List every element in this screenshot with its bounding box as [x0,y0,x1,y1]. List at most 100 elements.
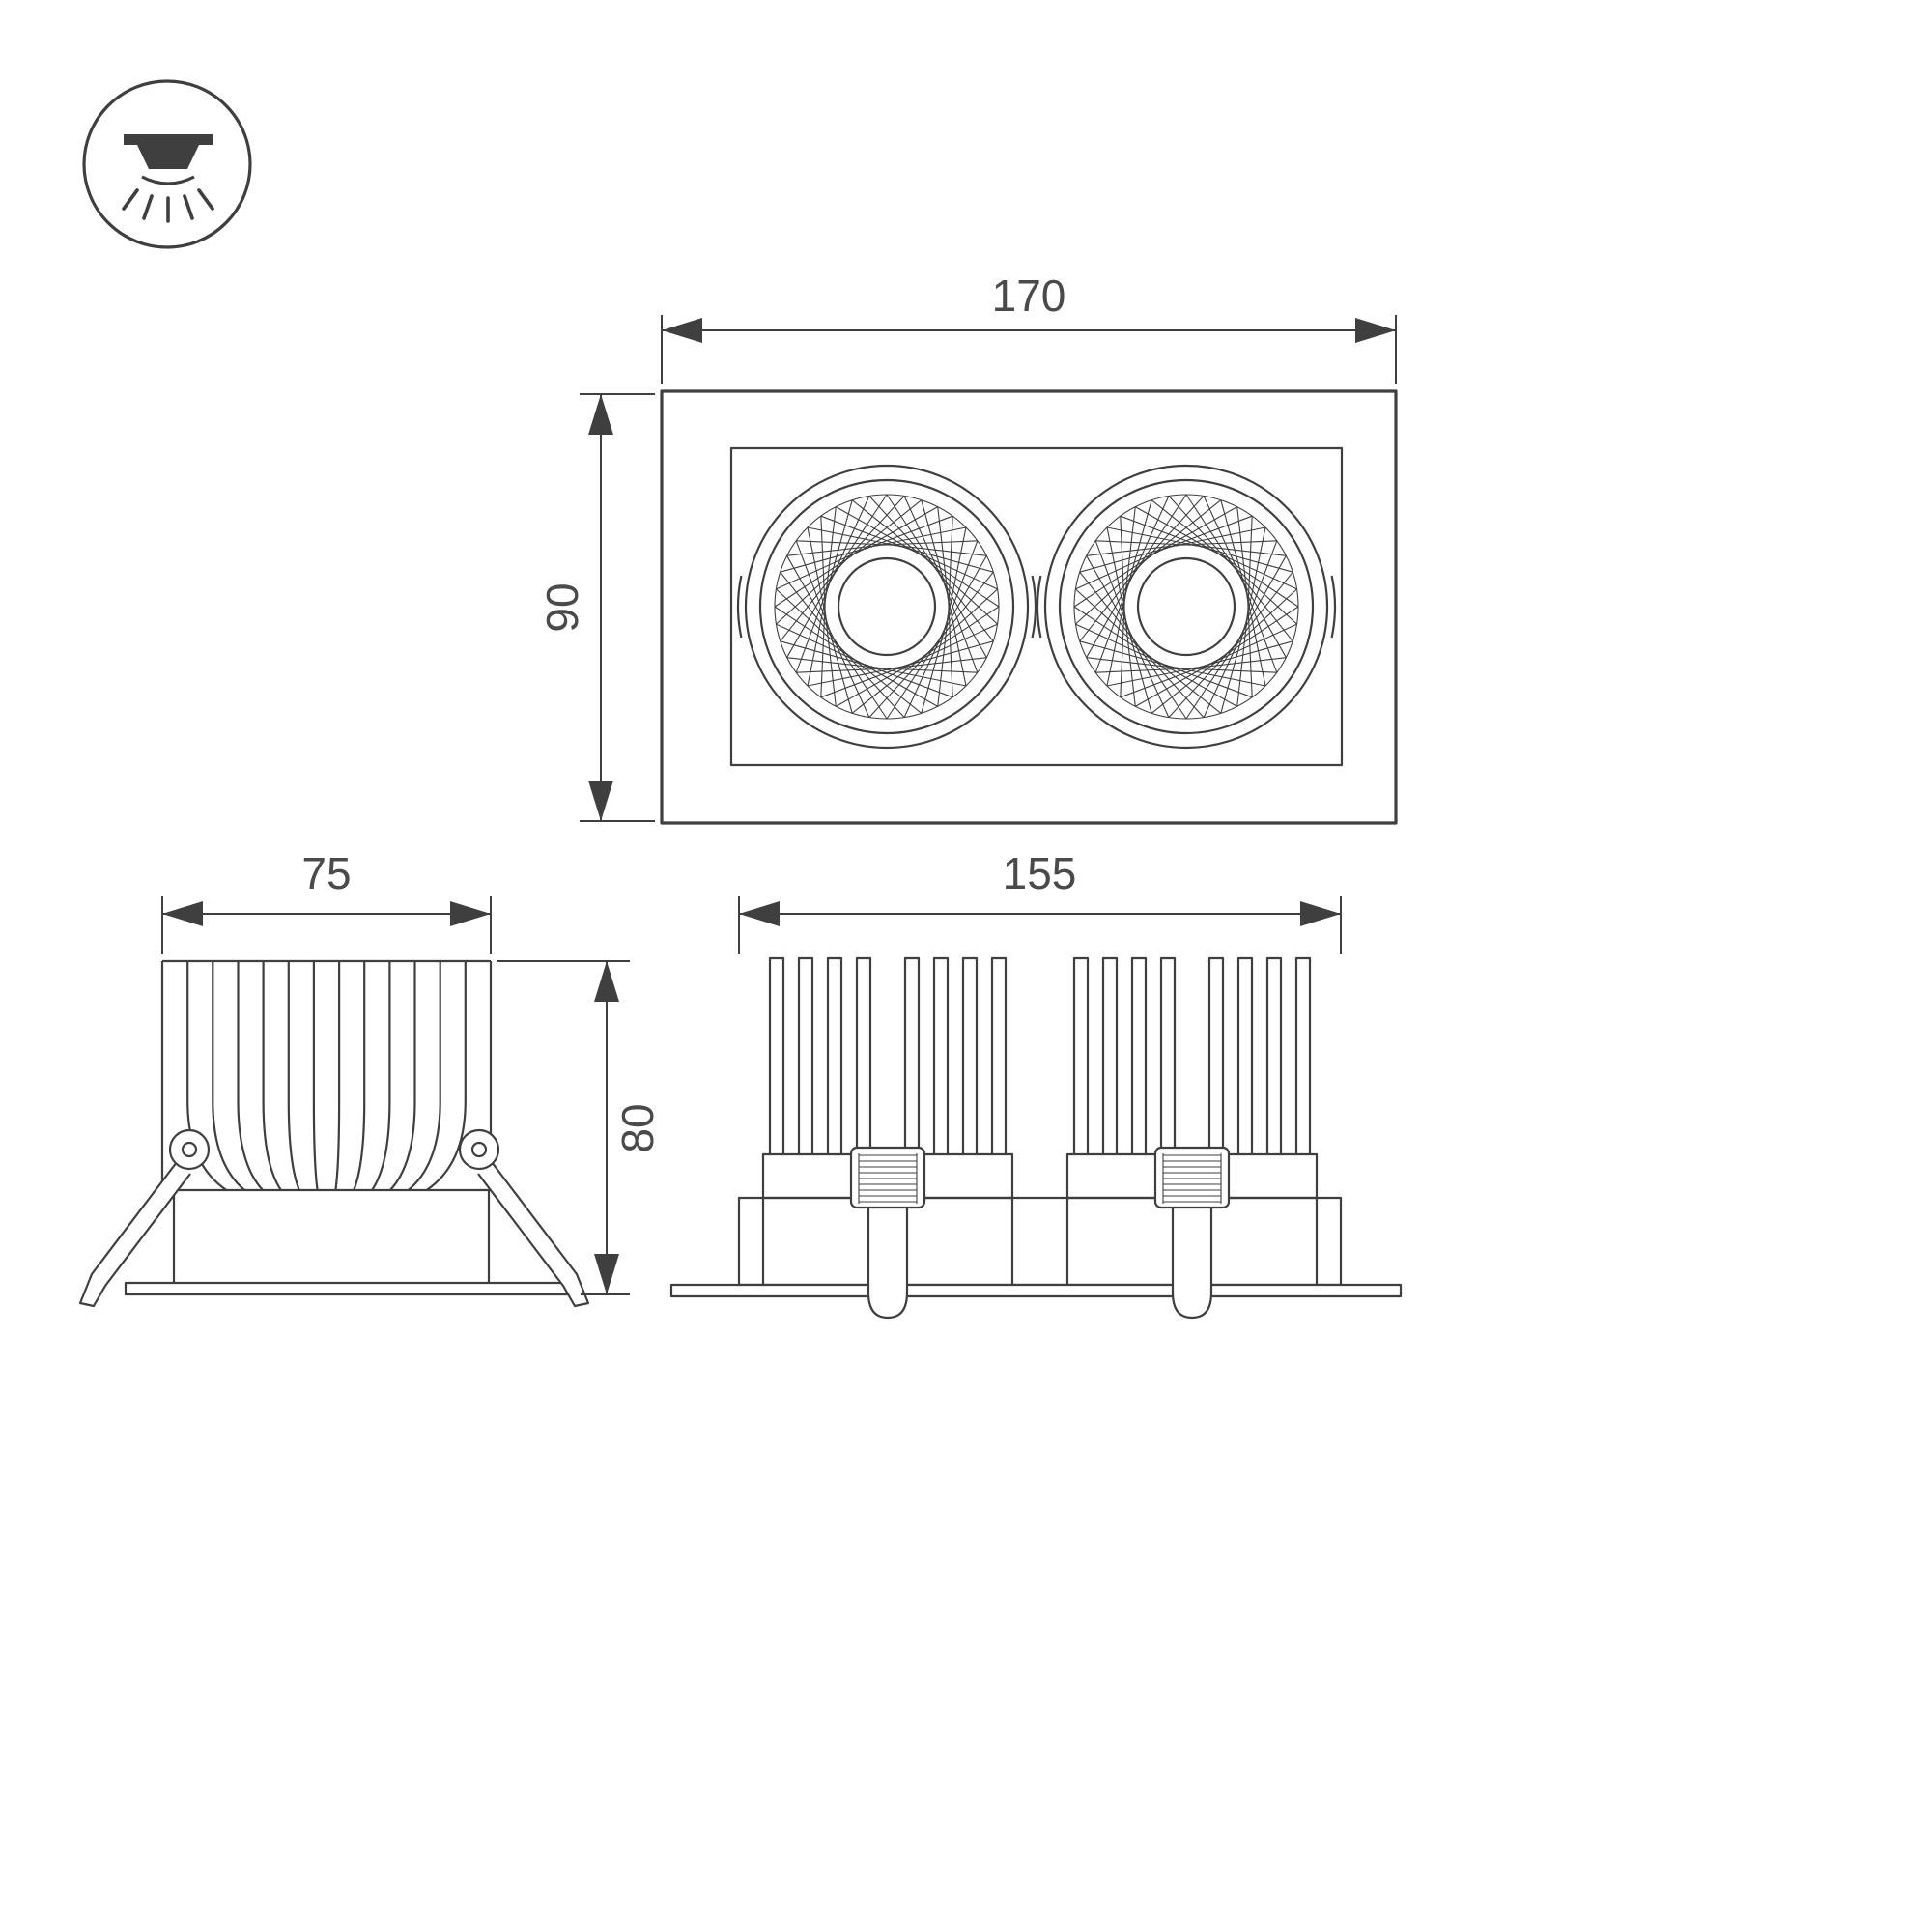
reflector-facet-line [868,649,932,718]
spring-clip-arm [477,1161,590,1308]
reflector-facet-line [895,545,987,556]
dimension-arrow [1355,318,1396,343]
reflector-facet-line [836,661,917,707]
lamp-reflector-inner [1123,544,1249,669]
reflector-facet-line [1185,641,1237,720]
reflector-facet-line [820,664,907,698]
trim-flange [669,1283,1403,1298]
reflector-facet-line [780,640,869,667]
reflector-facet-line [1175,526,1266,547]
heatsink-pin [855,956,872,1154]
reflector-facet-line [1235,571,1293,644]
dimension-arrow [662,318,702,343]
heatsink-fin-curve [287,1100,300,1191]
rear-view [669,896,1403,1320]
reflector-facet-line [786,545,879,556]
reflector-facet-line [1120,516,1125,609]
reflector-facet-line [1166,515,1253,550]
reflector-facet-line [1075,623,1160,664]
reflector-facet-line [929,588,998,652]
reflector-facet-line [1229,588,1297,652]
reflector-facet-line [1184,540,1277,546]
reflector-facet-line [903,633,944,718]
housing [737,1196,1343,1287]
reflector-facet-line [1135,661,1216,707]
reflector-facet-line [935,571,994,644]
reflector-facet-line [944,540,979,627]
heatsink-pin [1265,956,1283,1154]
reflector-facet-line [1243,540,1278,627]
reflector-facet-line [886,641,938,720]
reflector-facet-line [1194,657,1287,668]
dimension-arrow [450,901,491,926]
reflector-facet-line [1126,499,1152,589]
reflector-facet-line [947,526,967,618]
heatsink-fin-curve [371,1100,391,1191]
reflector-facet-line [1095,668,1188,673]
heatsink-pin [1101,956,1119,1154]
reflector-facet-line [1220,499,1246,589]
reflector-facet-line [1194,545,1287,556]
reflector-facet-line [1212,550,1297,590]
heatsink-fin-curve [425,1100,467,1191]
clip-ratchet-head [849,1146,926,1209]
reflector-facet-line [849,499,923,558]
icon-light-ray [197,188,214,211]
heatsink-pin [1159,956,1177,1154]
reflector-facet-line [1203,496,1243,581]
reflector-facet-line [1168,649,1232,718]
front-view [580,315,1398,825]
reflector-facet-line [1203,633,1243,718]
reflector-facet-line [1086,545,1179,556]
heatsink-fin-curve [262,1100,282,1191]
clip-coil [458,1128,500,1171]
clip-coil [168,1128,211,1171]
reflector-facet-line [796,668,889,673]
reflector-facet-line [807,526,827,618]
reflector-facet-line [904,547,994,573]
reflector-facet-line [1236,614,1248,707]
reflector-facet-line [1240,555,1287,637]
icon-light-ray [142,194,154,220]
heatsink-pin [1236,956,1254,1154]
reflector-facet-line [1151,655,1224,714]
side-width-dimension-label: 75 [301,848,351,898]
lamp-ring [1058,478,1315,735]
front-inner-frame [729,446,1344,767]
icon-lamp-body [137,145,199,169]
heatsink-pin [932,956,950,1154]
reflector-facet-line [875,526,967,547]
side-height-dimension-label: 80 [612,1103,663,1152]
reflector-facet-line [776,588,844,652]
reflector-facet-line [1120,664,1207,698]
dimension-arrow [588,781,613,821]
dimension-arrow [162,901,203,926]
heatsink-pin [768,956,785,1154]
lamp-outer-ring [744,464,1030,750]
side-view [78,896,630,1308]
icon-light-ray [122,188,139,211]
heatsink-pin [961,956,979,1154]
dimension-arrow [588,394,613,435]
dimension-arrow [739,901,780,926]
reflector-facet-line [820,516,826,609]
reflector-facet-line [929,561,998,625]
heatsink-fin-curve [237,1100,264,1191]
icon-lens-arc [141,175,195,185]
heatsink-pin [797,956,814,1154]
reflector-facet-line [1141,496,1205,564]
lamp-led [1136,556,1236,657]
lamp-reflector-inner [824,544,950,669]
heatsink-pin [1072,956,1090,1154]
reflector-facet-line [937,614,949,707]
icon-lamp-housing [124,134,213,145]
reflector-facet-line [1124,506,1136,599]
reflector-facet-line [836,494,888,572]
icon-circle [82,79,252,249]
reflector-facet-line [786,555,833,637]
trim-flange [124,1281,579,1296]
front-width-dimension-label: 170 [992,270,1066,321]
reflector-facet-line [827,499,853,589]
reflector-facet-line [921,499,947,589]
lamp-ring [758,478,1015,735]
